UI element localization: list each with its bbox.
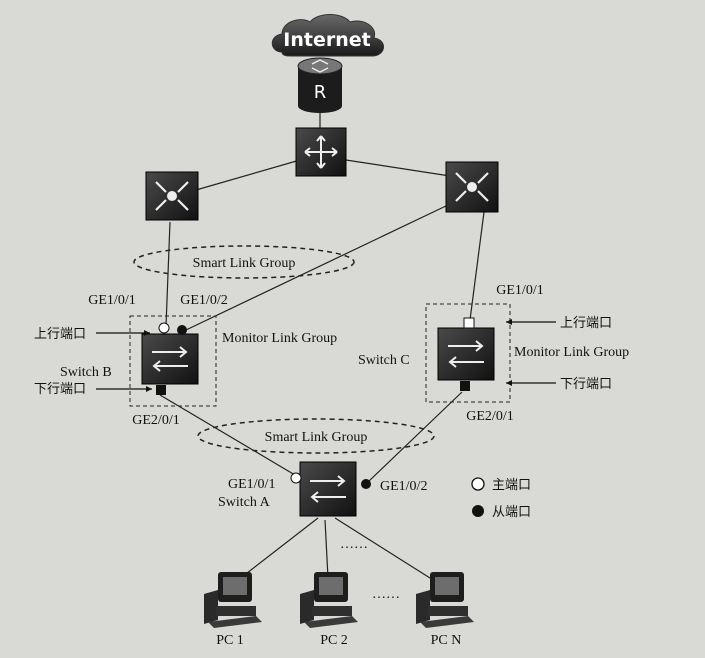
router-bottom [298,99,342,113]
switch-c-to-switch-a-link [367,391,463,483]
router-icon: R [297,57,343,113]
switch-b-monitor-group-label: Monitor Link Group [222,331,337,346]
switch-b-port-ge101: GE1/0/1 [88,293,135,308]
switch-b-downlink-port-icon [156,385,166,395]
switch-c-uplink-port-icon [463,317,475,329]
switch-c-name: Switch C [358,353,410,368]
switch-c-port-ge201: GE2/0/1 [466,409,513,424]
switch-a-master-port-icon [290,472,302,484]
smart-link-group-top: Smart Link Group [133,245,355,279]
core-to-agg-right-link [345,159,451,177]
router-top [297,57,343,75]
pc-2-icon [300,572,358,628]
smart-link-group-bottom-ellipse [197,418,435,454]
router-arrows-icon [311,59,329,73]
agg-switch-right-icon [445,161,499,213]
switch-b-slave-port-icon [177,325,187,335]
pc-1-label: PC 1 [216,633,244,648]
ellipsis-mid: …… [340,537,368,552]
pc-1: PC 1 [204,572,262,648]
agg-right-arrows-icon [455,172,489,202]
legend: 主端口 从端口 [471,477,531,520]
switch-c-downlink-label: 下行端口 [560,377,612,392]
agg-right-to-switch-b-link [185,204,449,331]
switch-a: GE1/0/1 GE1/0/2 Switch A [218,461,427,517]
switch-b: GE1/0/1 GE1/0/2 上行端口 Switch B 下行端口 Monit… [34,293,337,428]
switch-c-monitor-box [425,303,511,403]
switch-c-downlink-arrowhead [506,380,512,386]
agg-left-arrows-icon [155,181,189,211]
internet-cloud: Internet [271,14,384,57]
switch-a-port-ge101: GE1/0/1 [228,477,275,492]
ellipsis-pcs: …… [372,587,400,602]
smart-link-group-bottom-label: Smart Link Group [265,430,368,445]
internet-label: Internet [283,29,370,51]
switch-a-to-pc1-link [237,517,319,581]
agg-left-center [167,191,177,201]
switch-b-monitor-box [129,315,217,407]
switch-b-arrows-icon [152,346,188,372]
legend-slave-icon [472,505,484,517]
legend-master-label: 主端口 [492,478,531,493]
switch-b-downlink-arrowhead [146,386,152,392]
switch-c-uplink-arrowhead [506,319,512,325]
router-letter: R [314,82,327,103]
switch-a-arrows-icon [310,475,346,503]
switch-b-port-ge102: GE1/0/2 [180,293,227,308]
pc-2: PC 2 [300,572,358,648]
switch-a-to-pc2-link [324,519,329,579]
pc-n-icon [416,572,474,628]
core-switch-icon [295,127,347,177]
switch-c-monitor-group-label: Monitor Link Group [514,345,629,360]
pc-n: PC N [416,572,474,648]
switch-b-master-port-icon [158,322,170,334]
smart-link-group-bottom: Smart Link Group [197,418,435,454]
switch-a-to-pcn-link [334,517,431,579]
switch-b-downlink-label: 下行端口 [34,382,86,397]
cloud-shape [271,14,384,57]
legend-slave-label: 从端口 [492,505,531,520]
switch-a-body [299,461,357,517]
switch-b-port-ge201: GE2/0/1 [132,413,179,428]
agg-switch-left-icon [145,171,199,221]
switch-c-body [437,327,495,381]
switch-a-port-ge102: GE1/0/2 [380,479,427,494]
pc-n-label: PC N [431,633,462,648]
agg-right-center [467,182,477,192]
switch-b-body [141,333,199,385]
switch-b-uplink-arrowhead [144,330,150,336]
pc-2-label: PC 2 [320,633,348,648]
pc-1-icon [204,572,262,628]
agg-right-to-switch-c-link [469,211,485,321]
switch-c-downlink-port-icon [460,381,470,391]
smart-link-group-top-label: Smart Link Group [193,256,296,271]
network-links [159,112,485,581]
switch-a-name: Switch A [218,495,271,510]
switch-b-uplink-label: 上行端口 [34,327,86,342]
switch-c-port-ge101: GE1/0/1 [496,283,543,298]
switch-b-name: Switch B [60,365,112,380]
switch-a-slave-port-icon [361,479,371,489]
smart-link-group-top-ellipse [133,245,355,279]
core-to-agg-left-link [195,159,301,191]
switch-c-uplink-label: 上行端口 [560,316,612,331]
core-arrows-icon [304,135,338,169]
legend-master-icon [471,477,485,491]
switch-c-arrows-icon [448,340,484,368]
switch-b-to-switch-a-link [159,394,301,479]
switch-c: GE1/0/1 上行端口 Switch C Monitor Link Group… [358,283,629,424]
